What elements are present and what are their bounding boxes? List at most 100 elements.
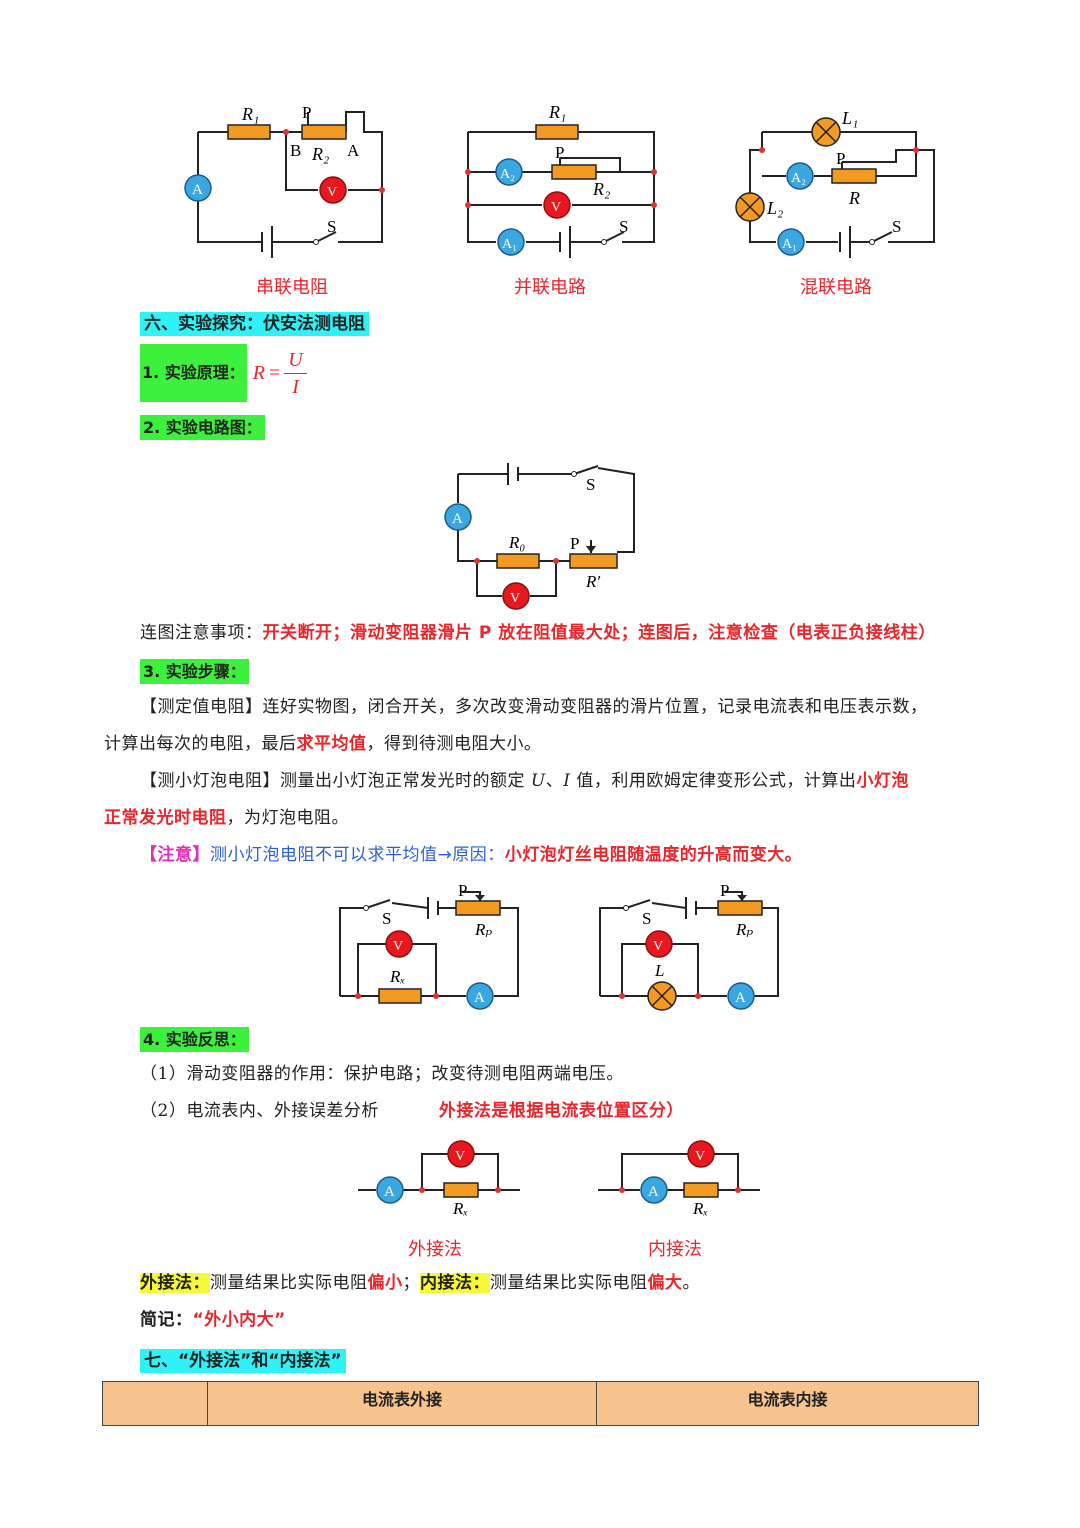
step2-i: I — [563, 771, 571, 791]
series-r2-label: R₂ — [311, 144, 329, 164]
step1-text-b: 计算出每次的电阻，最后 — [104, 734, 297, 754]
formula-lhs: R — [252, 361, 266, 384]
external-caption: 外接法 — [408, 1239, 462, 1260]
mixed-l1-label: L₁ — [841, 108, 858, 128]
mid-left-a-symbol: A — [474, 990, 485, 1006]
reflection-label-row: 4. 实验反思： — [140, 1026, 249, 1052]
mid-right-v-symbol: V — [653, 939, 663, 954]
section-6-title: 六、实验探究：伏安法测电阻 — [140, 309, 369, 336]
mid-right-l-label: L — [654, 961, 664, 980]
parallel-a2-symbol: A₂ — [500, 167, 515, 182]
mid-left-p-label: P — [458, 881, 467, 900]
principle-formula: R = U I — [253, 347, 307, 400]
experiment-circuit: S A R₀ P R′ V — [444, 463, 635, 610]
summary-end: 。 — [682, 1273, 700, 1293]
mixed-r-label: R — [848, 188, 860, 208]
series-s-label: S — [327, 217, 336, 236]
ext-summary-text: 测量结果比实际电阻 — [210, 1273, 368, 1293]
memo-label: 简记： — [140, 1310, 193, 1330]
series-b-label: B — [290, 141, 301, 160]
step1-tag: 【测定值电阻】 — [140, 697, 263, 717]
summary-semicolon: ； — [402, 1273, 420, 1293]
int-rx-label: Rₓ — [692, 1199, 708, 1218]
connection-summary: 外接法：测量结果比实际电阻偏小；内接法：测量结果比实际电阻偏大。 — [140, 1265, 1000, 1302]
steps-label-row: 3. 实验步骤： — [140, 658, 249, 684]
exp-s-label: S — [586, 475, 595, 494]
parallel-voltmeter-symbol: V — [551, 200, 561, 215]
step1-text-c: ，得到待测电阻大小。 — [366, 734, 542, 754]
memo-red: “外小内大” — [192, 1310, 286, 1330]
attention-tag: 【注意】 — [140, 845, 210, 865]
top-circuits: R₁ P B R₂ A S A V R₁ P R₂ S A₂ V A₁ L₁ P… — [184, 102, 935, 258]
int-summary-text: 测量结果比实际电阻 — [490, 1273, 648, 1293]
int-summary-label: 内接法： — [420, 1273, 490, 1293]
step2-sep: 、 — [545, 771, 564, 791]
table-header-cell: 电流表外接 — [207, 1381, 597, 1426]
step2-text-b: 值，利用欧姆定律变形公式，计算出 — [570, 771, 857, 791]
section-7-title-text: 七、“外接法”和“内接法” — [140, 1349, 346, 1373]
section-6-title-text: 六、实验探究：伏安法测电阻 — [140, 312, 369, 336]
mid-right-a-symbol: A — [735, 990, 746, 1006]
parallel-r2-label: R₂ — [592, 179, 610, 199]
mixed-s-label: S — [892, 217, 901, 236]
mid-left-rp-label: Rₚ — [474, 920, 492, 939]
int-a-symbol: A — [648, 1184, 659, 1200]
step2-text-c: ，为灯泡电阻。 — [226, 808, 349, 828]
mid-left-s-label: S — [382, 909, 391, 928]
mixed-p-label: P — [836, 149, 845, 168]
exp-r0-label: R₀ — [508, 533, 525, 552]
table-header-cell — [102, 1381, 208, 1426]
table-header-cell: 电流表内接 — [596, 1381, 979, 1426]
parallel-s-label: S — [619, 217, 628, 236]
exp-a-symbol: A — [452, 511, 463, 527]
mixed-caption: 混联电路 — [800, 277, 872, 298]
formula-numerator: U — [284, 347, 307, 374]
parallel-r1-label: R₁ — [548, 102, 566, 122]
ext-a-symbol: A — [384, 1184, 395, 1200]
mixed-l2-label: L₂ — [766, 198, 783, 218]
wiring-notes: 连图注意事项：开关断开；滑动变阻器滑片 P 放在阻值最大处；连图后，注意检查（电… — [140, 615, 1000, 652]
series-a-label: A — [347, 141, 360, 160]
comparison-table: 电流表外接 电流表内接 — [102, 1381, 979, 1426]
int-v-symbol: V — [695, 1149, 705, 1164]
parallel-a1-symbol: A₁ — [502, 237, 517, 252]
exp-rp-label: R′ — [585, 572, 600, 591]
series-voltmeter-symbol: V — [327, 185, 337, 200]
reflection-label: 4. 实验反思： — [140, 1027, 249, 1052]
section-7-title: 七、“外接法”和“内接法” — [140, 1346, 346, 1373]
mid-right-p-label: P — [720, 881, 729, 900]
table-header-row: 电流表外接 电流表内接 — [102, 1381, 979, 1426]
exp-p-label: P — [570, 534, 579, 553]
circuit-diagram-label: 2. 实验电路图： — [140, 415, 265, 440]
ext-rx-label: Rₓ — [452, 1199, 468, 1218]
mid-left-v-symbol: V — [393, 939, 403, 954]
principle-label: 1. 实验原理： — [140, 344, 247, 402]
principle-row: 1. 实验原理： R = U I — [140, 344, 307, 402]
mid-right-s-label: S — [642, 909, 651, 928]
step1-text-a: 连好实物图，闭合开关，多次改变滑动变阻器的滑片位置，记录电流表和电压表示数， — [262, 697, 928, 717]
formula-fraction: U I — [284, 347, 307, 400]
lamp-resistor-circuits: P S Rₚ V Rₓ A P S Rₚ V L A — [339, 881, 779, 1011]
int-summary-red: 偏大 — [647, 1273, 683, 1293]
ext-summary-red: 偏小 — [367, 1273, 403, 1293]
formula-denominator: I — [292, 375, 299, 398]
step2-tag: 【测小灯泡电阻】 — [140, 771, 280, 791]
series-ammeter-symbol: A — [192, 182, 203, 198]
step2-text-a: 测量出小灯泡正常发光时的额定 — [280, 771, 531, 791]
step-small-lamp: 【测小灯泡电阻】测量出小灯泡正常发光时的额定 U、I 值，利用欧姆定律变形公式，… — [104, 763, 984, 837]
series-r1-label: R₁ — [241, 104, 259, 124]
step-fixed-resistor: 【测定值电阻】连好实物图，闭合开关，多次改变滑动变阻器的滑片位置，记录电流表和电… — [104, 689, 984, 763]
reflection-2: （2）电流表内、外接误差分析外接法是根据电流表位置区分） — [140, 1093, 1000, 1130]
attention-note: 【注意】测小灯泡电阻不可以求平均值→原因：小灯泡灯丝电阻随温度的升高而变大。 — [140, 837, 1000, 874]
series-caption: 串联电阻 — [256, 277, 328, 298]
mixed-a2-symbol: A₂ — [791, 171, 806, 186]
reflection-1: （1）滑动变阻器的作用：保护电路；改变待测电阻两端电压。 — [140, 1064, 624, 1084]
mixed-a1-symbol: A₁ — [782, 237, 797, 252]
formula-eq: = — [269, 361, 281, 384]
internal-caption: 内接法 — [648, 1239, 702, 1260]
exp-v-symbol: V — [510, 591, 520, 606]
step1-red: 求平均值 — [296, 734, 367, 754]
step2-red-a: 小灯泡 — [856, 771, 909, 791]
wiring-notes-prefix: 连图注意事项： — [140, 623, 263, 643]
ammeter-connection-circuits: A V Rₓ A V Rₓ — [358, 1140, 760, 1218]
